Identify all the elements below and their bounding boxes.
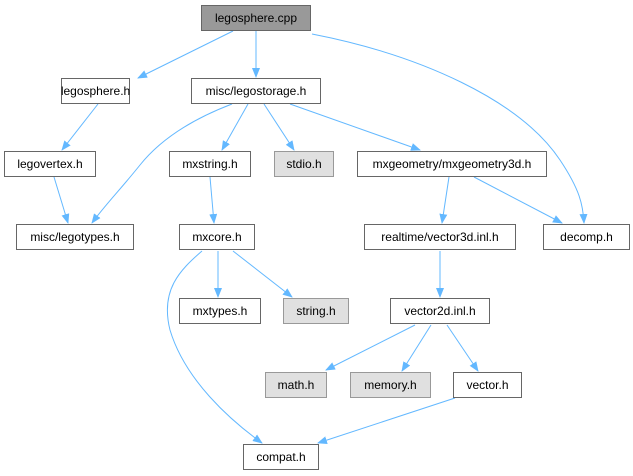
- node-legosphere-cpp[interactable]: legosphere.cpp: [201, 5, 311, 31]
- node-decomp-h[interactable]: decomp.h: [543, 224, 630, 250]
- node-legotypes-h[interactable]: misc/legotypes.h: [16, 224, 134, 250]
- edge-cpp-decomp: [311, 33, 588, 224]
- edge-vector-compat: [317, 397, 456, 444]
- edge-vector2d-math: [325, 324, 416, 371]
- node-compat-h[interactable]: compat.h: [243, 444, 319, 470]
- edge-vector2d-vector: [446, 324, 479, 372]
- node-vector3d-inl-h[interactable]: realtime/vector3d.inl.h: [364, 224, 516, 250]
- edge-legostorage-stdio: [263, 103, 295, 151]
- edge-mxgeometry3d-vector3d: [439, 176, 450, 224]
- edge-legovertex-legotypes: [53, 176, 70, 224]
- node-vector2d-inl-h[interactable]: vector2d.inl.h: [390, 298, 490, 324]
- node-string-h: string.h: [283, 298, 349, 324]
- edge-mxcore-compat: [166, 250, 263, 444]
- node-stdio-h: stdio.h: [274, 151, 334, 177]
- node-mxgeometry3d-h[interactable]: mxgeometry/mxgeometry3d.h: [357, 151, 547, 177]
- edge-mxgeometry3d-decomp: [473, 176, 563, 224]
- node-legosphere-h[interactable]: legosphere.h: [61, 78, 130, 104]
- edge-cpp-legosphere-h: [137, 30, 234, 79]
- edge-mxstring-mxcore: [209, 176, 218, 224]
- edge-legostorage-legotypes: [91, 103, 233, 224]
- edge-vector2d-memory: [401, 324, 432, 372]
- node-mxtypes-h[interactable]: mxtypes.h: [179, 298, 261, 324]
- edge-legosphere-legovertex: [61, 103, 99, 151]
- node-vector-h[interactable]: vector.h: [453, 372, 522, 398]
- node-legostorage-h[interactable]: misc/legostorage.h: [191, 78, 321, 104]
- edge-mxcore-string: [232, 250, 293, 298]
- node-memory-h: memory.h: [350, 372, 431, 398]
- node-mxcore-h[interactable]: mxcore.h: [179, 224, 255, 250]
- edge-legostorage-mxstring: [221, 103, 249, 151]
- node-math-h: math.h: [265, 372, 327, 398]
- edge-legostorage-mxgeometry3d: [289, 103, 421, 151]
- node-mxstring-h[interactable]: mxstring.h: [169, 151, 251, 177]
- node-legovertex-h[interactable]: legovertex.h: [4, 151, 96, 177]
